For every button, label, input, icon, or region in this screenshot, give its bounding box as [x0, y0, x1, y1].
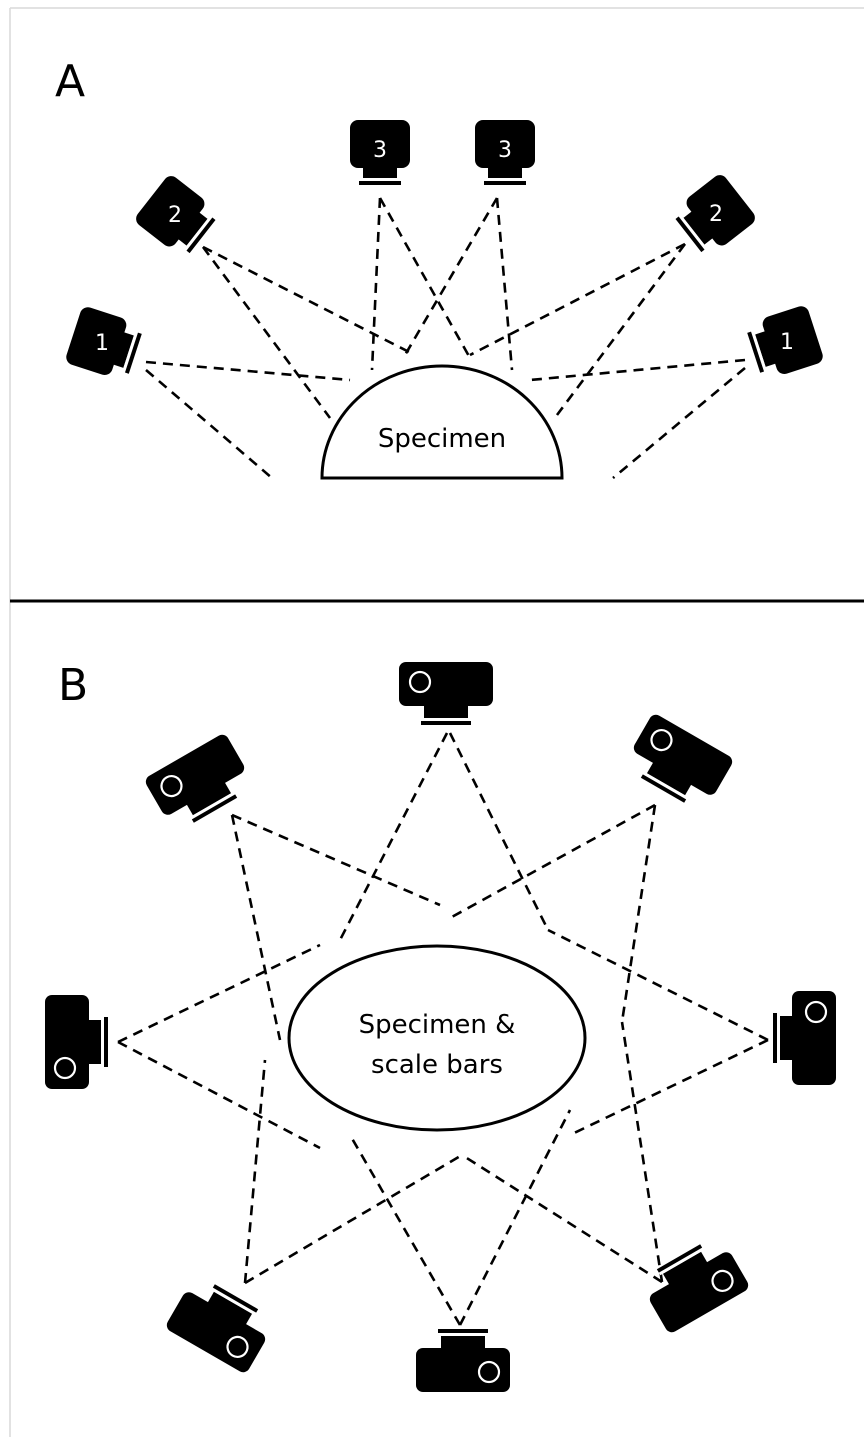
camera-number: 2: [709, 202, 723, 227]
ray: [117, 1040, 321, 1150]
ray: [202, 245, 416, 357]
lens-circle-icon: [53, 1056, 77, 1080]
b-cam-bottom: [416, 1329, 510, 1392]
panel-b-rays: [117, 732, 769, 1326]
panel-a: A Specimen 1 2 3 3 2 1: [55, 56, 823, 480]
camera-icon: [350, 120, 410, 185]
specimen-label-line-1: Specimen &: [359, 1010, 516, 1040]
a-cam-left-1: 1: [66, 307, 142, 376]
a-cam-right-3: 3: [475, 120, 535, 185]
ray: [403, 197, 499, 356]
a-cam-right-2: 2: [675, 175, 755, 253]
ray: [201, 246, 332, 419]
camera-icon: [773, 991, 836, 1085]
camera-number: 1: [95, 331, 109, 356]
ray: [458, 1109, 572, 1326]
a-cam-right-1: 1: [747, 306, 823, 375]
lens-circle-icon: [650, 728, 673, 752]
ray: [244, 1153, 463, 1285]
lens-circle-icon: [160, 774, 183, 798]
ray: [117, 943, 321, 1044]
b-cam-bottom-right: [649, 1244, 749, 1333]
ray: [555, 243, 687, 416]
a-cam-left-2: 2: [136, 176, 216, 254]
ray: [547, 928, 769, 1042]
camera-icon: [633, 714, 733, 803]
camera-icon: [145, 734, 245, 823]
camera-number: 3: [373, 138, 387, 163]
ray: [469, 242, 686, 357]
specimen-ellipse: Specimen & scale bars: [287, 944, 587, 1132]
specimen-dome: Specimen: [320, 364, 564, 480]
panel-b-cameras: [45, 662, 836, 1392]
camera-icon: [416, 1329, 510, 1392]
ray: [145, 360, 351, 382]
camera-number: 3: [498, 138, 512, 163]
camera-icon: [675, 175, 755, 253]
ray: [620, 804, 657, 1023]
ray: [620, 1021, 664, 1283]
lens-circle-icon: [711, 1269, 734, 1293]
ray: [612, 367, 746, 479]
camera-icon: [649, 1244, 749, 1333]
lens-circle-icon: [804, 1000, 828, 1024]
panel-b: B: [45, 660, 836, 1392]
camera-icon: [45, 995, 108, 1089]
b-cam-top-right: [633, 714, 733, 803]
camera-icon: [166, 1284, 266, 1373]
lens-circle-icon: [477, 1360, 501, 1384]
specimen-label-line-2: scale bars: [371, 1050, 503, 1080]
camera-icon: [475, 120, 535, 185]
ray: [461, 1153, 663, 1284]
ray: [145, 369, 273, 479]
b-cam-top: [399, 662, 493, 725]
ray: [230, 814, 282, 1041]
ray: [243, 1059, 267, 1284]
ray: [529, 358, 746, 382]
camera-icon: [747, 306, 823, 375]
panel-a-label: A: [55, 56, 85, 107]
camera-icon: [136, 176, 216, 254]
lens-circle-icon: [226, 1335, 249, 1359]
ray: [378, 197, 472, 359]
ray: [348, 1134, 462, 1326]
camera-number: 2: [168, 203, 182, 228]
ray: [495, 197, 514, 371]
ray: [569, 1038, 769, 1137]
ray: [449, 803, 656, 920]
panel-a-rays: [145, 197, 746, 479]
a-cam-left-3: 3: [350, 120, 410, 185]
b-cam-top-left: [145, 734, 245, 823]
ray: [338, 732, 449, 941]
panel-b-label: B: [58, 660, 88, 711]
lens-circle-icon: [408, 670, 432, 694]
camera-icon: [66, 307, 142, 376]
panel-a-cameras: 1 2 3 3 2 1: [66, 120, 823, 376]
ray: [231, 813, 441, 907]
ray: [370, 197, 382, 371]
b-cam-left: [45, 995, 108, 1089]
camera-icon: [399, 662, 493, 725]
ray: [448, 732, 550, 931]
specimen-label: Specimen: [378, 424, 506, 454]
camera-number: 1: [780, 330, 794, 355]
b-cam-bottom-left: [166, 1284, 266, 1373]
b-cam-right: [773, 991, 836, 1085]
